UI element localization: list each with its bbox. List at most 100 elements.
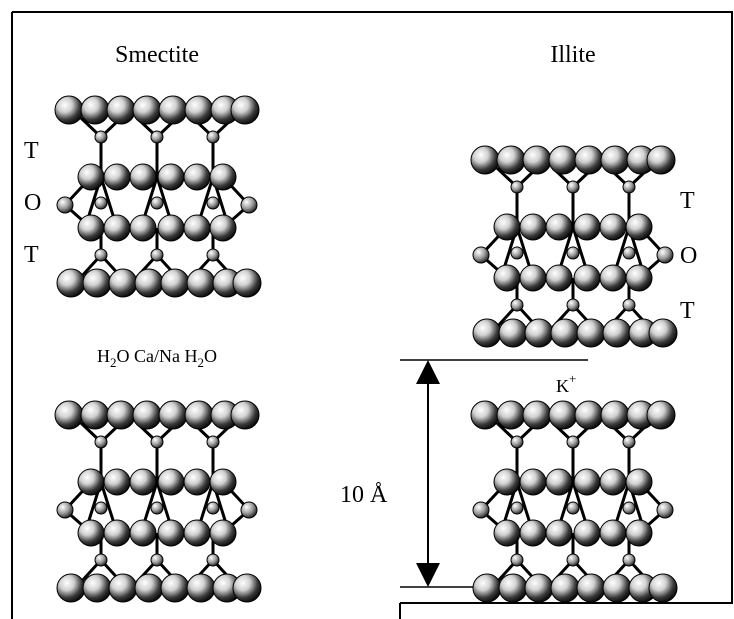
edge-atom <box>240 501 258 519</box>
oxygen-atom <box>183 163 211 191</box>
oxygen-atom <box>573 264 601 292</box>
oxygen-atom <box>496 145 526 175</box>
octahedral-cation <box>150 196 164 210</box>
oxygen-atom <box>599 519 627 547</box>
oxygen-atom <box>158 400 188 430</box>
oxygen-atom <box>472 318 502 348</box>
oxygen-atom <box>545 264 573 292</box>
oxygen-atom <box>77 214 105 242</box>
oxygen-atom <box>157 163 185 191</box>
oxygen-atom <box>599 468 627 496</box>
oxygen-atom <box>550 318 580 348</box>
oxygen-atom <box>519 468 547 496</box>
tetrahedral-cation <box>566 180 580 194</box>
oxygen-atom <box>103 214 131 242</box>
oxygen-atom <box>472 573 502 603</box>
oxygen-atom <box>573 213 601 241</box>
tetrahedral-cation <box>566 553 580 567</box>
oxygen-atom <box>548 400 578 430</box>
oxygen-atom <box>129 468 157 496</box>
oxygen-atom <box>134 268 164 298</box>
smectite-label-o: O <box>24 190 41 216</box>
oxygen-atom <box>625 468 653 496</box>
octahedral-cation <box>566 246 580 260</box>
oxygen-atom <box>82 268 112 298</box>
tetrahedral-cation <box>150 130 164 144</box>
edge-atom <box>56 501 74 519</box>
smectite-title: Smectite <box>115 42 199 68</box>
tetrahedral-cation <box>150 248 164 262</box>
oxygen-atom <box>493 264 521 292</box>
oxygen-atom <box>600 145 630 175</box>
oxygen-atom <box>470 400 500 430</box>
oxygen-atom <box>574 400 604 430</box>
oxygen-atom <box>157 214 185 242</box>
octahedral-cation <box>510 246 524 260</box>
oxygen-atom <box>232 573 262 603</box>
octahedral-cation <box>566 501 580 515</box>
oxygen-atom <box>522 145 552 175</box>
illite-interlayer-label: K+ <box>556 371 576 396</box>
oxygen-atom <box>183 214 211 242</box>
frame <box>11 11 733 619</box>
oxygen-atom <box>134 573 164 603</box>
tetrahedral-cation <box>566 298 580 312</box>
oxygen-atom <box>129 163 157 191</box>
oxygen-atom <box>548 145 578 175</box>
oxygen-atom <box>186 573 216 603</box>
oxygen-atom <box>77 519 105 547</box>
oxygen-atom <box>186 268 216 298</box>
oxygen-atom <box>522 400 552 430</box>
tetrahedral-cation <box>150 435 164 449</box>
oxygen-atom <box>493 468 521 496</box>
oxygen-atom <box>106 95 136 125</box>
oxygen-atom <box>232 268 262 298</box>
oxygen-atom <box>56 268 86 298</box>
oxygen-atom <box>498 573 528 603</box>
oxygen-atom <box>80 400 110 430</box>
octahedral-cation <box>94 501 108 515</box>
oxygen-atom <box>132 400 162 430</box>
octahedral-cation <box>622 501 636 515</box>
oxygen-atom <box>157 468 185 496</box>
edge-atom <box>472 246 490 264</box>
illite-title: Illite <box>550 42 595 68</box>
oxygen-atom <box>209 163 237 191</box>
tetrahedral-cation <box>94 248 108 262</box>
oxygen-atom <box>103 468 131 496</box>
oxygen-atom <box>600 400 630 430</box>
oxygen-atom <box>54 400 84 430</box>
oxygen-atom <box>550 573 580 603</box>
oxygen-atom <box>160 573 190 603</box>
tetrahedral-cation <box>510 435 524 449</box>
tetrahedral-cation <box>510 553 524 567</box>
oxygen-atom <box>599 213 627 241</box>
tetrahedral-cation <box>94 435 108 449</box>
tetrahedral-cation <box>566 435 580 449</box>
oxygen-atom <box>54 95 84 125</box>
smectite-interlayer-label: H2O Ca/Na H2O <box>97 346 217 370</box>
oxygen-atom <box>470 145 500 175</box>
edge-atom <box>472 501 490 519</box>
oxygen-atom <box>209 214 237 242</box>
oxygen-atom <box>646 145 676 175</box>
oxygen-atom <box>524 573 554 603</box>
oxygen-atom <box>209 468 237 496</box>
oxygen-atom <box>82 573 112 603</box>
oxygen-atom <box>209 519 237 547</box>
oxygen-atom <box>545 519 573 547</box>
octahedral-cation <box>510 501 524 515</box>
arrowhead-down <box>416 563 440 587</box>
oxygen-atom <box>599 264 627 292</box>
oxygen-atom <box>108 573 138 603</box>
tetrahedral-cation <box>622 435 636 449</box>
tetrahedral-cation <box>622 298 636 312</box>
oxygen-atom <box>625 213 653 241</box>
octahedral-cation <box>94 196 108 210</box>
tetrahedral-cation <box>94 130 108 144</box>
oxygen-atom <box>184 400 214 430</box>
tetrahedral-cation <box>150 553 164 567</box>
oxygen-atom <box>576 573 606 603</box>
oxygen-atom <box>602 573 632 603</box>
